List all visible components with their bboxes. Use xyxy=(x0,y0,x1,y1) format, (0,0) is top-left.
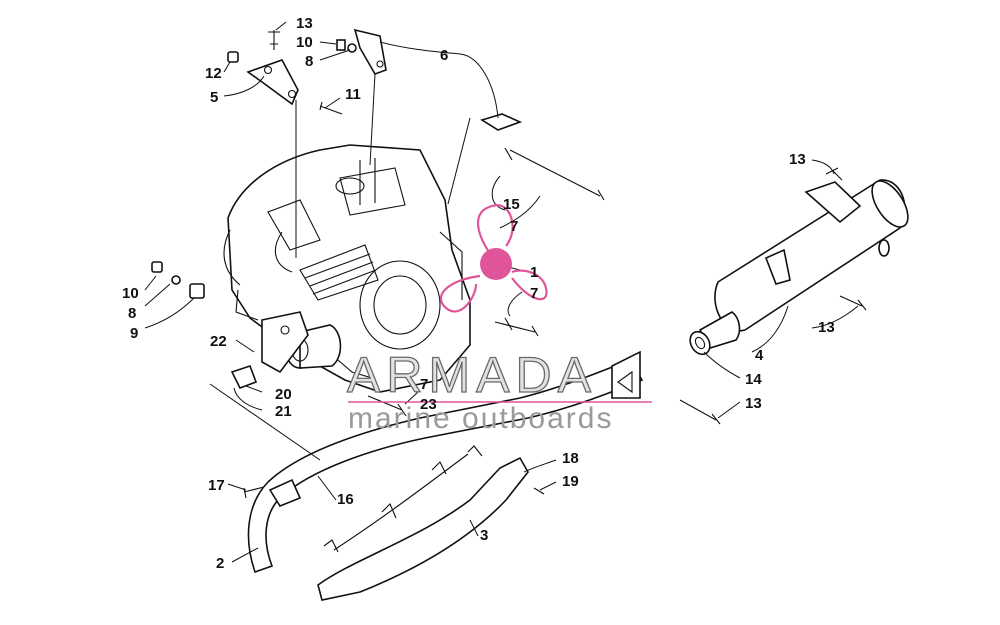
callout-10-top: 10 xyxy=(296,34,313,51)
callout-22: 22 xyxy=(210,333,227,350)
callout-9: 9 xyxy=(130,325,138,342)
header-pipe xyxy=(247,350,644,574)
callout-3: 3 xyxy=(480,527,488,544)
callout-14: 14 xyxy=(745,371,762,388)
callout-18: 18 xyxy=(562,450,579,467)
bracket-5 xyxy=(246,59,299,106)
callout-13-muffler-top: 13 xyxy=(789,151,806,168)
watermark-subtitle: marine outboards xyxy=(348,402,613,435)
mounting-bracket-left xyxy=(230,311,309,390)
callout-16: 16 xyxy=(337,491,354,508)
callout-15: 15 xyxy=(503,196,520,213)
callout-12: 12 xyxy=(205,65,222,82)
callout-6: 6 xyxy=(440,47,448,64)
watermark-title: ARMADA xyxy=(347,347,597,403)
leader-lines xyxy=(144,21,859,563)
callout-4: 4 xyxy=(755,347,764,364)
callout-7-lower: 7 xyxy=(420,376,428,393)
callout-10-left: 10 xyxy=(122,285,139,302)
watermark: ARMADA marine outboards xyxy=(346,204,652,435)
callout-2: 2 xyxy=(216,555,224,572)
callout-7-upper: 7 xyxy=(510,218,518,235)
callout-5: 5 xyxy=(210,89,218,106)
callout-20: 20 xyxy=(275,386,292,403)
callout-8-left: 8 xyxy=(128,305,136,322)
callout-23: 23 xyxy=(420,396,437,413)
bracket-6 xyxy=(353,28,387,75)
callout-1: 1 xyxy=(530,264,538,281)
muffler xyxy=(698,179,909,349)
callout-labels: 13 10 8 6 12 5 11 13 15 7 1 7 10 8 9 13 … xyxy=(122,15,835,572)
propeller-hub-icon xyxy=(480,248,512,280)
callout-19: 19 xyxy=(562,473,579,490)
callout-13-top: 13 xyxy=(296,15,313,32)
bracket-6-lower xyxy=(480,113,523,131)
callout-13-muffler-side: 13 xyxy=(818,319,835,336)
callout-13-pipe: 13 xyxy=(745,395,762,412)
callout-17: 17 xyxy=(208,477,225,494)
callout-11: 11 xyxy=(345,86,361,103)
propeller-logo-icon xyxy=(439,204,548,313)
callout-21: 21 xyxy=(275,403,292,420)
callout-7-middle: 7 xyxy=(530,285,538,302)
heat-shield xyxy=(317,445,529,601)
callout-8-top: 8 xyxy=(305,53,313,70)
